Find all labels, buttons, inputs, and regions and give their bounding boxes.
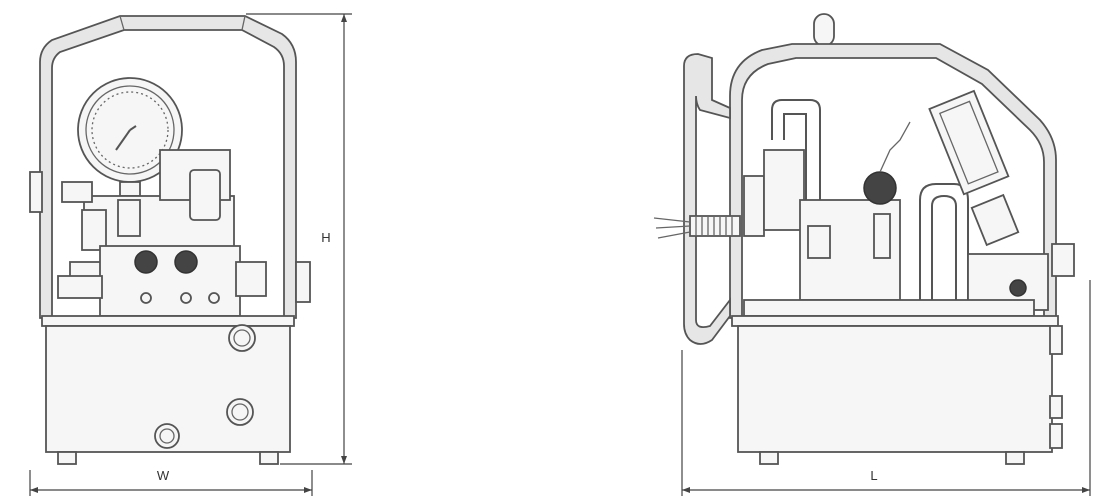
side-outlet-coupler bbox=[1051, 243, 1075, 277]
front-foot-left bbox=[57, 451, 77, 465]
control-knob bbox=[863, 171, 897, 205]
front-left-fitting bbox=[29, 171, 43, 213]
port-b bbox=[174, 250, 198, 274]
port-a bbox=[134, 250, 158, 274]
return-pipe bbox=[771, 99, 821, 236]
front-right-fitting bbox=[295, 261, 311, 303]
width-dimension: W bbox=[29, 468, 313, 496]
lifting-eye bbox=[813, 13, 835, 47]
side-foot-right bbox=[1005, 451, 1025, 465]
side-foot-left bbox=[759, 451, 779, 465]
side-pressure-gauge bbox=[928, 89, 1010, 196]
height-dimension: H bbox=[246, 13, 352, 465]
width-label: W bbox=[157, 468, 170, 483]
front-tank-lid bbox=[41, 315, 295, 327]
front-foot-right bbox=[259, 451, 279, 465]
length-dimension: L bbox=[681, 280, 1091, 496]
length-label: L bbox=[870, 468, 877, 483]
side-rear-handle bbox=[683, 53, 731, 345]
side-view bbox=[653, 13, 1075, 465]
pressure-gauge bbox=[77, 77, 183, 197]
front-valve-assembly bbox=[57, 149, 267, 317]
side-tank-lid bbox=[731, 315, 1059, 327]
height-label: H bbox=[321, 230, 330, 245]
side-tank bbox=[737, 325, 1053, 453]
front-view bbox=[29, 15, 311, 465]
